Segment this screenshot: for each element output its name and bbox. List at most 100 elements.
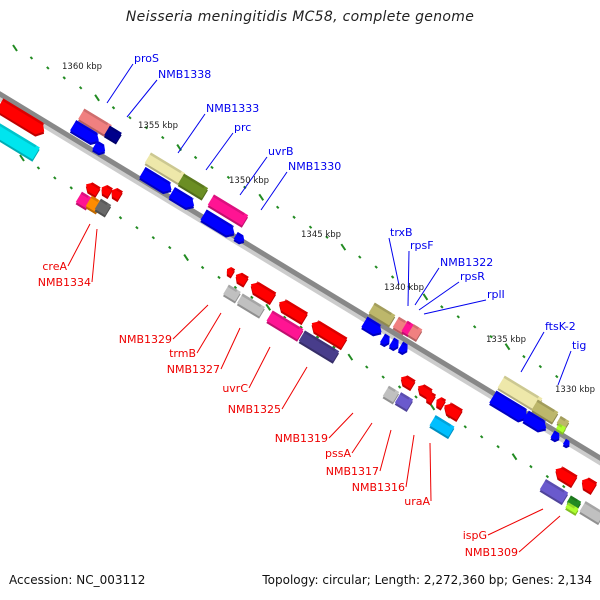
gene-top-edge: [560, 466, 578, 478]
gene-label-forward: NMB1338: [158, 68, 211, 81]
minor-tick: [562, 484, 566, 489]
gene-top-edge: [401, 341, 407, 346]
minor-tick: [365, 365, 369, 369]
gene-top-edge: [406, 320, 412, 326]
gene-body: [555, 467, 578, 486]
gene-block: [139, 167, 172, 195]
gene-label-reverse: uraA: [404, 495, 430, 508]
minor-tick: [538, 364, 543, 369]
gene-label-forward: ftsK-2: [545, 320, 576, 333]
gene-block: [400, 375, 416, 392]
gene-top-edge: [366, 316, 382, 328]
gene-top-edge: [173, 187, 194, 201]
leader-line: [172, 304, 209, 340]
scale-label: 1330 kbp: [555, 385, 595, 395]
gene-body: [223, 284, 241, 302]
scale-label: 1340 kbp: [384, 283, 424, 293]
gene-top-edge: [116, 188, 123, 194]
major-tick: [19, 154, 25, 162]
leader-line: [487, 508, 544, 536]
gene-block: [436, 397, 447, 411]
gene-body: [250, 282, 277, 303]
gene-label-reverse: NMB1334: [38, 276, 91, 289]
gene-body: [562, 438, 570, 447]
gene-body: [368, 302, 396, 326]
minor-tick: [308, 225, 313, 229]
minor-tick: [151, 235, 156, 240]
gene-body: [531, 399, 559, 423]
leader-line: [518, 515, 561, 553]
minor-tick: [78, 86, 83, 90]
leader-line: [405, 434, 415, 488]
gene-block: [101, 184, 113, 200]
minor-tick: [200, 265, 205, 270]
gene-top-edge: [0, 120, 37, 148]
gene-top-edge: [106, 185, 113, 191]
gene-top-edge: [567, 502, 576, 509]
gene-block: [555, 423, 566, 435]
gene-block-ispg: [539, 479, 569, 506]
gene-body: [489, 390, 528, 421]
gene-label-reverse: uvrC: [222, 382, 248, 395]
gene-top-edge: [108, 125, 119, 133]
gene-top-edge: [564, 438, 568, 443]
minor-tick: [29, 56, 34, 60]
gene-body: [522, 410, 547, 431]
gene-top-edge: [83, 108, 109, 126]
minor-tick: [374, 265, 378, 269]
gene-top-edge: [256, 281, 277, 295]
minor-tick: [36, 166, 41, 170]
gene-block: [200, 209, 235, 238]
gene-body: [139, 167, 172, 192]
minor-tick: [397, 385, 402, 389]
gene-top-edge: [405, 375, 416, 383]
gene-top-edge: [422, 384, 433, 392]
gene-block: [522, 410, 547, 433]
gene-label-forward: trxB: [390, 226, 413, 239]
gene-block: [397, 341, 408, 356]
gene-block-nmb1322: [401, 320, 415, 338]
gene-top-edge: [397, 316, 406, 324]
gene-block-tig: [556, 415, 570, 431]
gene-block-uvrc: [266, 310, 304, 342]
gene-label-forward: uvrB: [268, 145, 294, 158]
gene-block: [226, 267, 236, 279]
gene-top-edge: [182, 173, 205, 189]
gene-block: [235, 272, 249, 288]
gene-block: [581, 477, 598, 495]
gene-top-edge: [434, 415, 452, 427]
minor-tick: [555, 374, 559, 379]
gene-top-edge: [412, 324, 419, 330]
minor-tick: [456, 315, 460, 319]
gene-block: [531, 399, 559, 425]
gene-block: [111, 187, 123, 203]
gene-top-edge: [149, 152, 182, 174]
gene-body: [566, 495, 582, 509]
leader-line: [429, 442, 432, 502]
gene-top-edge: [383, 333, 389, 338]
accession-text: Accession: NC_003112: [9, 573, 146, 587]
map-title: Neisseria meningitidis MC58, complete ge…: [125, 9, 475, 25]
gene-body: [101, 184, 113, 197]
gene-label-reverse: NMB1327: [167, 363, 220, 376]
gene-block: [0, 120, 40, 162]
minor-tick: [128, 115, 132, 120]
gene-label-forward: tig: [572, 339, 586, 352]
gene-block: [168, 187, 195, 210]
minor-tick: [233, 285, 238, 290]
gene-top-edge: [559, 415, 566, 422]
gene-top-edge: [271, 310, 301, 330]
scale-label: 1360 kbp: [62, 62, 102, 72]
minor-tick: [193, 155, 198, 160]
minor-tick: [414, 395, 418, 399]
gene-block: [555, 466, 578, 489]
gene-top-edge: [431, 392, 437, 397]
gene-block: [566, 495, 582, 511]
gene-top-edge: [240, 272, 249, 279]
leader-line: [91, 228, 98, 283]
minor-tick: [292, 215, 296, 219]
gene-block: [550, 430, 560, 443]
gene-block-pssa: [394, 392, 414, 412]
major-tick: [347, 353, 354, 361]
